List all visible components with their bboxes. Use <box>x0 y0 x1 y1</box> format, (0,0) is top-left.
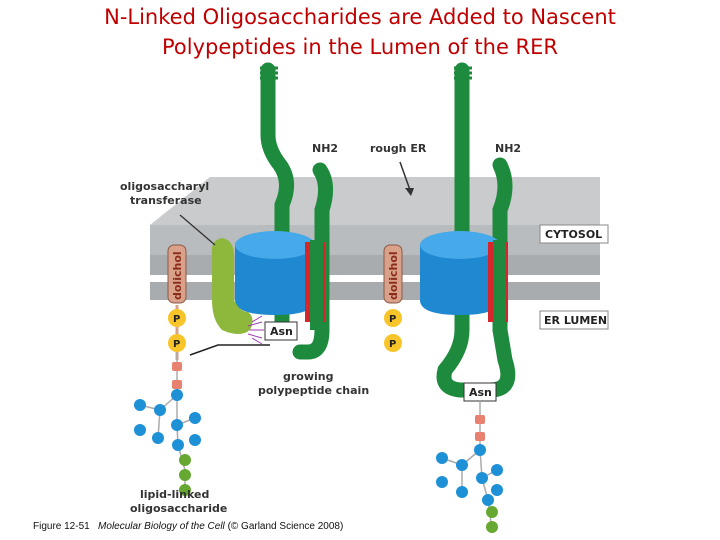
nh2-left-label: NH2 <box>312 142 338 155</box>
phosphate-left-1-label: P <box>173 314 180 325</box>
cytosol-label: CYTOSOL <box>545 228 602 241</box>
asn-left-box <box>264 321 298 341</box>
catalysis-marks <box>247 315 264 345</box>
er-lumen-box <box>539 310 609 330</box>
right-translocon <box>420 62 516 398</box>
rough-er-label: rough ER <box>370 142 427 155</box>
rough-er-arrowhead <box>405 188 414 196</box>
dolichol-left-label: dolichol <box>171 251 184 300</box>
lipid-label-line1: lipid-linked <box>140 488 209 501</box>
phosphate-right-1 <box>384 309 402 327</box>
growing-label-line1: growing <box>283 370 334 383</box>
er-lumen-label: ER LUMEN <box>544 314 607 327</box>
dolichol-left <box>167 244 187 304</box>
left-chain-back <box>260 62 294 338</box>
left-channel-top <box>235 231 315 259</box>
phosphate-right-2-label: P <box>389 339 396 350</box>
phosphate-left-2-label: P <box>173 339 180 350</box>
phosphate-right-2 <box>384 334 402 352</box>
left-oligosaccharide <box>134 352 201 496</box>
right-chain-back <box>436 62 516 398</box>
transfer-link <box>189 344 270 356</box>
rough-er-pointer <box>399 161 411 191</box>
chain-start-marks <box>260 66 472 80</box>
growing-label-line2: polypeptide chain <box>258 384 369 397</box>
left-translocon <box>235 62 333 360</box>
phosphate-left-1 <box>168 309 186 327</box>
transferase-shape <box>211 238 253 334</box>
er-membrane-top <box>150 177 600 225</box>
lipid-label-line2: oligosaccharide <box>130 502 227 515</box>
phosphate-left-2 <box>168 334 186 352</box>
caption-suffix: (© Garland Science 2008) <box>227 521 344 532</box>
ost-label-line1: oligosaccharyl <box>120 180 209 193</box>
right-chain-front <box>492 157 513 338</box>
phosphate-right-1-label: P <box>389 314 396 325</box>
title-line-2: Polypeptides in the Lumen of the RER <box>161 35 558 59</box>
nh2-right-label: NH2 <box>495 142 521 155</box>
asn-right-label: Asn <box>469 386 492 399</box>
right-oligosaccharide <box>436 401 503 533</box>
caption-prefix: Figure 12-51 <box>33 521 90 532</box>
dolichol-right-label: dolichol <box>387 251 400 300</box>
transferase-pointer <box>179 214 216 246</box>
left-channel-body <box>235 245 315 315</box>
dolichol-right <box>383 244 403 304</box>
right-channel-body <box>420 245 500 315</box>
figure-caption: Figure 12-51 Molecular Biology of the Ce… <box>33 521 343 532</box>
right-channel-top <box>420 231 500 259</box>
ost-label-line2: transferase <box>130 194 202 207</box>
asn-left-label: Asn <box>270 325 293 338</box>
left-chain-through <box>310 240 323 330</box>
cytosol-box <box>539 224 609 244</box>
right-chain-through <box>493 240 506 330</box>
title-line-1: N-Linked Oligosaccharides are Added to N… <box>104 5 616 29</box>
caption-book: Molecular Biology of the Cell <box>98 521 225 532</box>
page-title: N-Linked Oligosaccharides are Added to N… <box>0 2 720 62</box>
